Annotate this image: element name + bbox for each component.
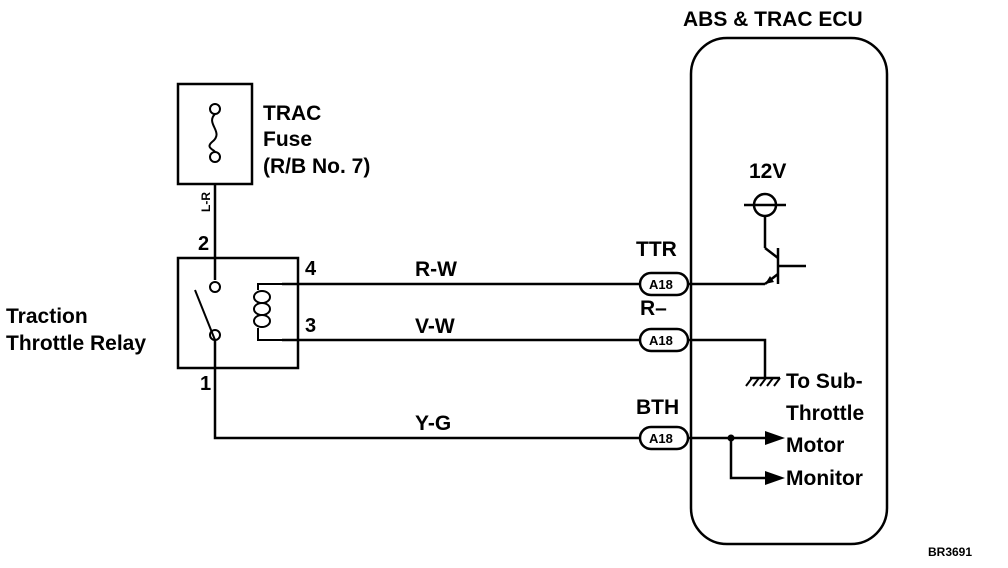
connector-r-minus: A18	[638, 327, 690, 353]
connector-r-minus-label: A18	[649, 333, 673, 348]
wire-ecu-monitor-branch	[729, 438, 765, 480]
wire-label-y-g: Y-G	[415, 412, 451, 435]
relay-pin-2: 2	[198, 233, 209, 255]
fuse-box	[176, 82, 254, 186]
supply-terminal-icon	[744, 192, 786, 218]
wire-ecu-r-minus	[688, 338, 767, 378]
arrow-monitor-icon	[765, 471, 785, 485]
output-label-line1: To Sub-	[786, 370, 863, 393]
fuse-label-line1: TRAC	[263, 102, 321, 125]
wire-y-g	[213, 340, 640, 440]
ecu-title: ABS & TRAC ECU	[683, 8, 863, 31]
relay-coil-icon	[253, 283, 282, 341]
output-label-line2: Throttle	[786, 402, 864, 425]
ecu-box	[689, 36, 889, 546]
terminal-label-r-minus: R–	[640, 297, 667, 320]
arrow-motor-icon	[765, 431, 785, 445]
fuse-label-line3: (R/B No. 7)	[263, 155, 370, 178]
relay-pin-4: 4	[305, 258, 317, 280]
connector-ttr: A18	[638, 271, 690, 297]
relay-label-line2: Throttle Relay	[6, 332, 146, 355]
connector-ttr-label: A18	[649, 277, 673, 292]
wire-label-r-w: R-W	[415, 258, 457, 281]
relay-switch-icon	[194, 281, 221, 341]
connector-bth-label: A18	[649, 431, 673, 446]
figure-code: BR3691	[928, 545, 972, 559]
transistor-icon	[763, 216, 806, 285]
output-label-line3: Motor	[786, 434, 844, 457]
fuse-icon	[208, 103, 221, 163]
ground-icon	[745, 376, 781, 387]
relay-box	[176, 256, 300, 370]
wire-label-l-r: L-R	[199, 192, 213, 212]
relay-pin-1: 1	[200, 373, 211, 395]
connector-bth: A18	[638, 425, 690, 451]
terminal-label-bth: BTH	[636, 396, 679, 419]
wire-label-v-w: V-W	[415, 315, 455, 338]
relay-pin-3: 3	[305, 315, 316, 337]
fuse-label-line2: Fuse	[263, 128, 312, 151]
relay-label-line1: Traction	[6, 305, 88, 328]
terminal-label-ttr: TTR	[636, 238, 677, 261]
supply-label-12v: 12V	[749, 160, 786, 183]
output-label-line4: Monitor	[786, 467, 863, 490]
